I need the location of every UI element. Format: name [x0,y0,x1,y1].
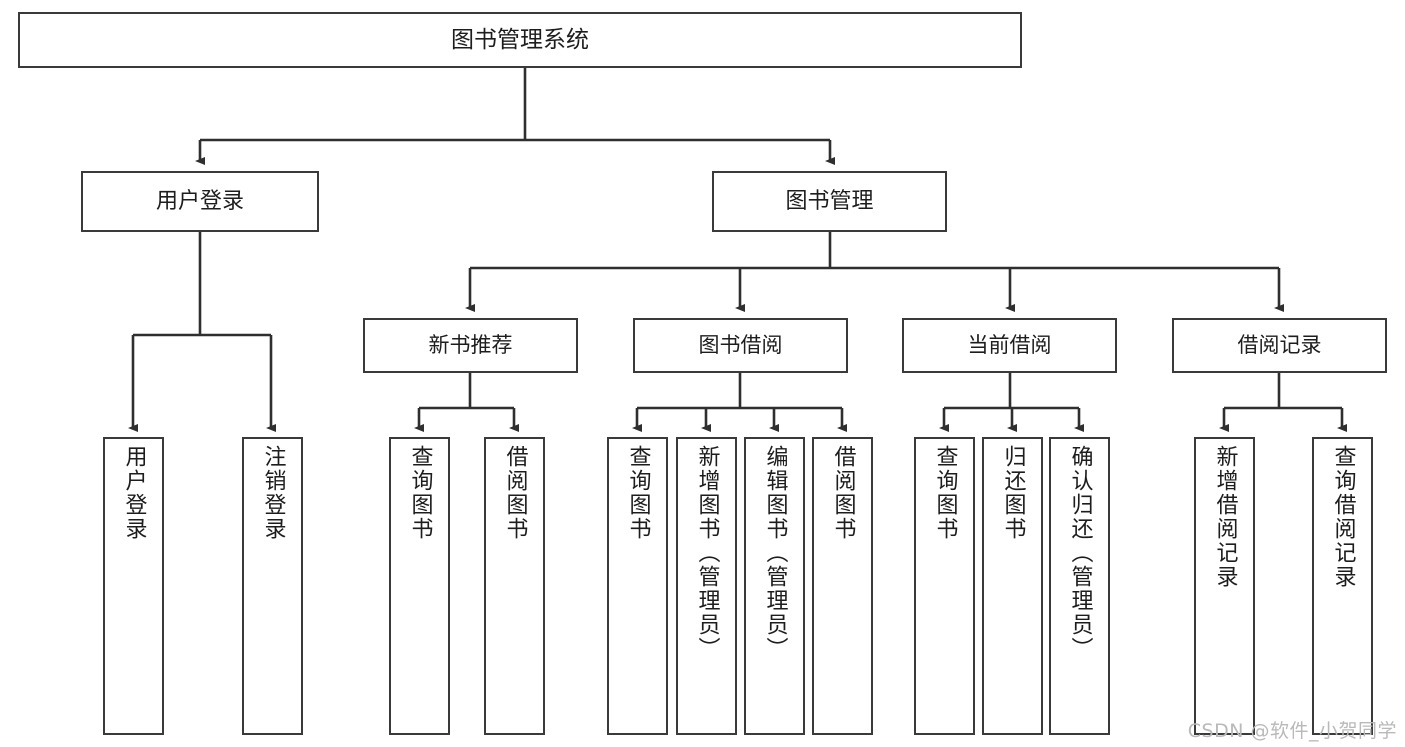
node-leaf-add-record[interactable]: 新增借阅记录 [1194,437,1255,735]
node-leaf-query-book-2[interactable]: 查询图书 [607,437,668,735]
node-leaf-edit-book-label: 编辑图书（管理员） [762,445,788,661]
node-new-book-recommend[interactable]: 新书推荐 [363,318,578,373]
node-leaf-confirm-return-label: 确认归还（管理员） [1067,445,1093,661]
node-book-management[interactable]: 图书管理 [712,171,947,232]
node-leaf-borrow-book-1[interactable]: 借阅图书 [484,437,545,735]
node-leaf-add-book-label: 新增图书（管理员） [694,445,720,661]
node-leaf-user-login-label: 用户登录 [121,445,147,541]
node-book-borrow-label: 图书借阅 [698,333,783,358]
node-current-borrow[interactable]: 当前借阅 [902,318,1117,373]
node-leaf-query-book-1-label: 查询图书 [407,445,433,541]
node-new-book-recommend-label: 新书推荐 [428,333,513,358]
node-leaf-query-book-2-label: 查询图书 [625,445,651,541]
node-leaf-user-login[interactable]: 用户登录 [103,437,164,735]
node-leaf-borrow-book-2[interactable]: 借阅图书 [812,437,873,735]
node-leaf-logout-login[interactable]: 注销登录 [242,437,303,735]
node-leaf-borrow-book-2-label: 借阅图书 [830,445,856,541]
node-book-management-label: 图书管理 [785,188,874,214]
node-leaf-query-book-1[interactable]: 查询图书 [389,437,450,735]
node-current-borrow-label: 当前借阅 [967,333,1052,358]
node-user-login[interactable]: 用户登录 [81,171,319,232]
node-borrow-record-label: 借阅记录 [1237,333,1322,358]
node-leaf-add-record-label: 新增借阅记录 [1212,445,1238,589]
node-leaf-query-record[interactable]: 查询借阅记录 [1312,437,1373,735]
csdn-watermark: CSDN @软件_小贺同学 [1187,720,1397,742]
node-root-system[interactable]: 图书管理系统 [18,12,1022,68]
node-user-login-label: 用户登录 [155,188,244,214]
node-leaf-query-record-label: 查询借阅记录 [1330,445,1356,589]
node-book-borrow[interactable]: 图书借阅 [633,318,848,373]
node-leaf-logout-login-label: 注销登录 [260,445,286,541]
node-borrow-record[interactable]: 借阅记录 [1172,318,1387,373]
node-leaf-return-book-label: 归还图书 [1000,445,1026,541]
node-root-system-label: 图书管理系统 [451,26,589,53]
node-leaf-query-book-3-label: 查询图书 [932,445,958,541]
node-leaf-confirm-return[interactable]: 确认归还（管理员） [1049,437,1110,735]
node-leaf-query-book-3[interactable]: 查询图书 [914,437,975,735]
node-leaf-add-book[interactable]: 新增图书（管理员） [676,437,737,735]
node-leaf-edit-book[interactable]: 编辑图书（管理员） [744,437,805,735]
node-leaf-return-book[interactable]: 归还图书 [982,437,1043,735]
node-leaf-borrow-book-1-label: 借阅图书 [502,445,528,541]
